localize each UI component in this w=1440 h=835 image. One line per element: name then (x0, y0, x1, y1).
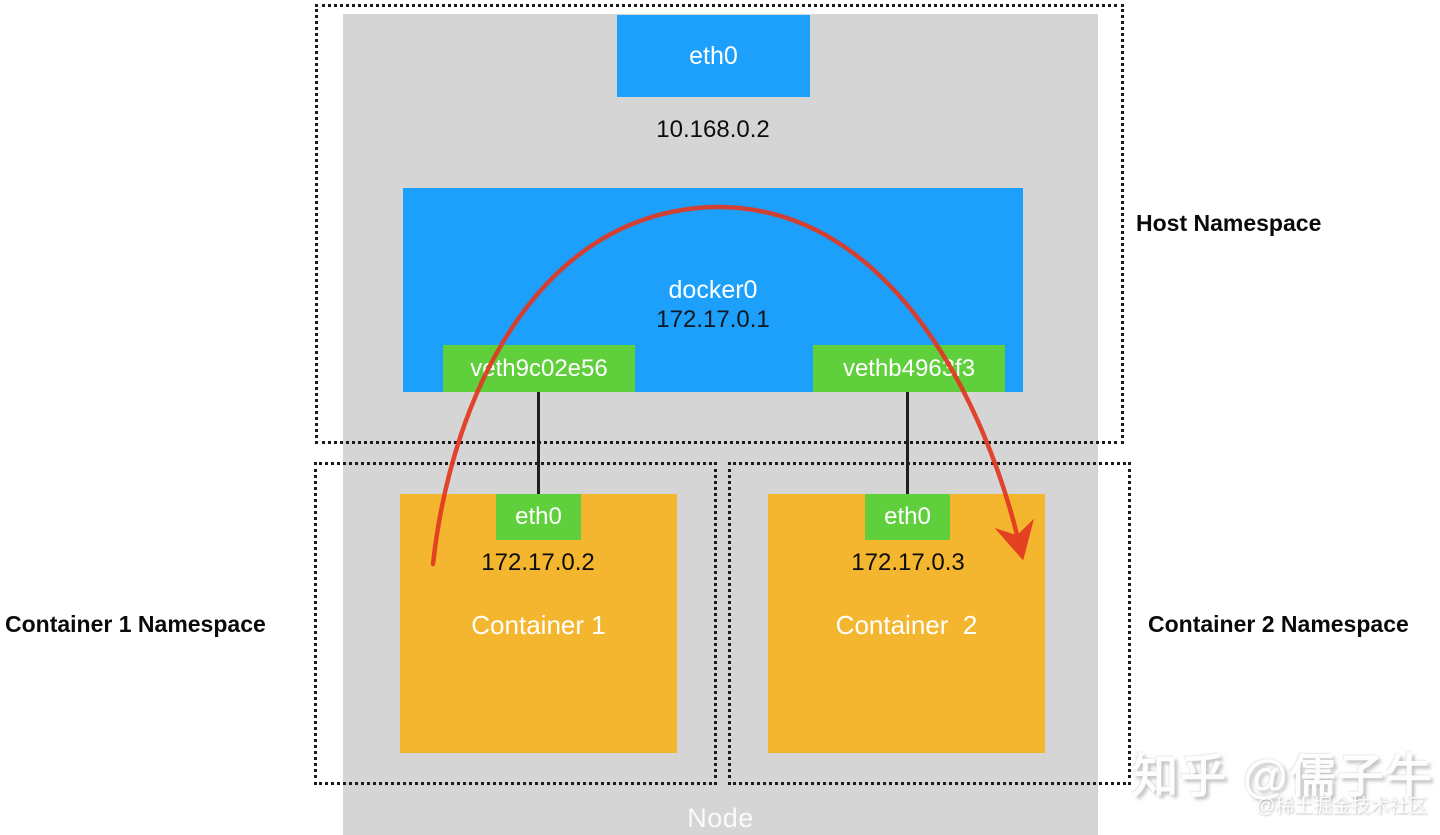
container2-namespace-label: Container 2 Namespace (1148, 611, 1409, 637)
veth1-connector-line (537, 392, 540, 494)
host-eth0-ip: 10.168.0.2 (656, 116, 770, 143)
veth2-connector-line (906, 392, 909, 494)
veth1-box: veth9c02e56 (443, 345, 635, 392)
node-label: Node (687, 803, 754, 833)
veth1-label: veth9c02e56 (470, 354, 608, 382)
docker0-ip: 172.17.0.1 (656, 306, 770, 333)
host-eth0-box: eth0 (617, 15, 810, 97)
container2-eth0-box: eth0 (865, 494, 950, 540)
container1-eth0-box: eth0 (496, 494, 581, 540)
veth2-label: vethb4963f3 (842, 354, 976, 382)
watermark-juejin: @稀土掘金技术社区 (1256, 796, 1428, 817)
container2-ip: 172.17.0.3 (851, 549, 965, 576)
container2-label: Container 2 (835, 610, 978, 640)
container1-ip: 172.17.0.2 (481, 549, 595, 576)
watermark-zhihu: 知乎 @儒子牛 (1132, 750, 1434, 802)
container2-eth0-label: eth0 (884, 503, 931, 530)
host-eth0-label: eth0 (689, 41, 738, 70)
veth2-box: vethb4963f3 (813, 345, 1005, 392)
host-namespace-label: Host Namespace (1136, 210, 1322, 236)
container1-namespace-label: Container 1 Namespace (5, 611, 266, 637)
docker0-label: docker0 (668, 276, 758, 304)
container1-label: Container 1 (471, 610, 606, 640)
container1-eth0-label: eth0 (515, 503, 562, 530)
